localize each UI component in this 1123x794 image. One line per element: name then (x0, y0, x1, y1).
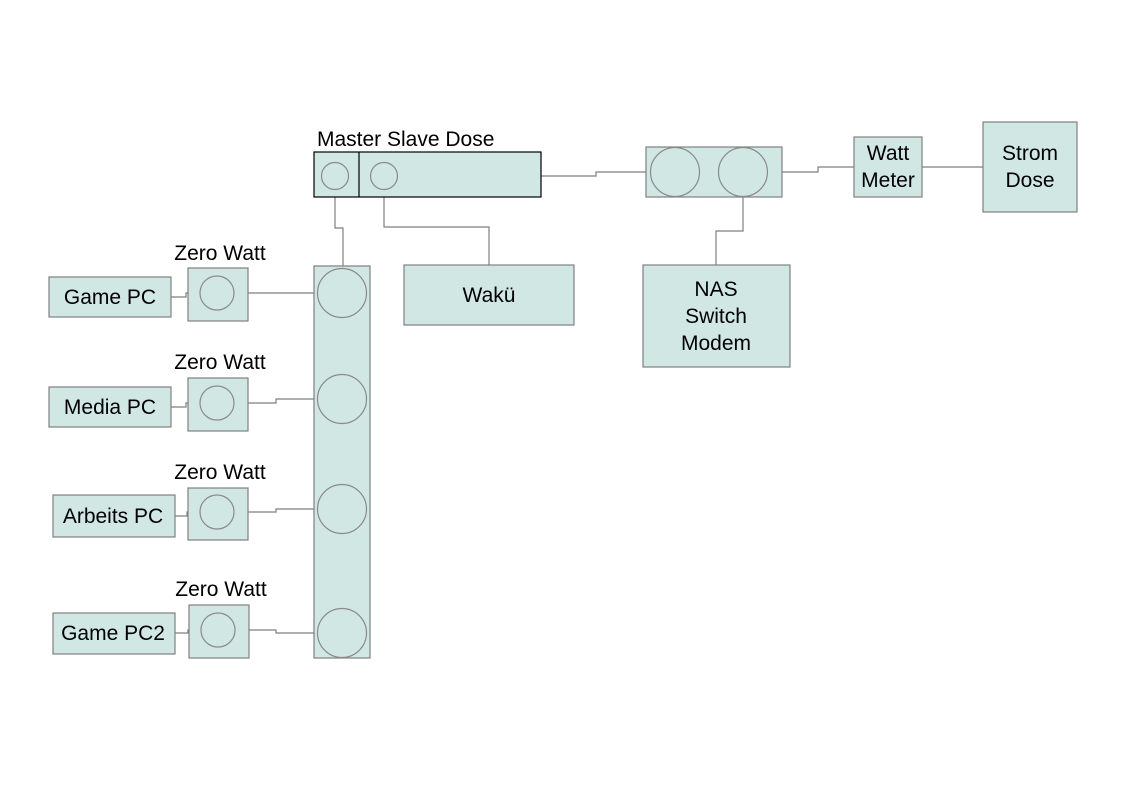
slave-socket-icon (369, 161, 399, 191)
socket-icon (199, 494, 235, 530)
media-pc-label: Media PC (64, 396, 156, 419)
switch-label: Switch (685, 305, 747, 328)
wire-strip-zw3 (234, 508, 318, 513)
wire-strip-zw2 (234, 398, 318, 404)
socket-icon (199, 275, 235, 311)
zero-watt-label: Zero Watt (174, 351, 266, 374)
wire-master-strip (334, 190, 344, 266)
game-pc: Game PC (48, 276, 172, 318)
socket-icon (316, 267, 368, 319)
wires (171, 166, 983, 634)
strom-dose: Strom Dose (982, 121, 1078, 213)
power-strip (313, 265, 371, 659)
game-pc2: Game PC2 (52, 612, 176, 655)
wire-double-nas (715, 197, 744, 265)
strom-dose-label-2: Dose (1005, 169, 1054, 192)
master-slave-dose-title: Master Slave Dose (317, 128, 494, 151)
wire-slave-wakue (383, 190, 490, 265)
zero-watt-label: Zero Watt (174, 242, 266, 265)
master-slave-dose: Master Slave Dose (313, 128, 542, 198)
wire-watt-double (782, 166, 854, 173)
wakue-label: Wakü (463, 284, 516, 307)
arbeits-pc-label: Arbeits PC (63, 505, 163, 528)
watt-meter: Watt Meter (853, 136, 923, 198)
socket-icon (200, 612, 236, 648)
zero-watt-4: Zero Watt (175, 578, 267, 659)
game-pc2-label: Game PC2 (61, 622, 165, 645)
zero-watt-label: Zero Watt (175, 578, 267, 601)
wire-double-master (541, 171, 650, 177)
zero-watt-1: Zero Watt (174, 242, 266, 322)
nas-switch-modem: NAS Switch Modem (642, 264, 791, 368)
socket-icon (316, 483, 368, 535)
master-socket-icon (320, 161, 350, 191)
zero-watt-label: Zero Watt (174, 461, 266, 484)
socket-icon (717, 146, 769, 198)
media-pc: Media PC (48, 386, 172, 428)
socket-icon (316, 607, 368, 659)
arbeits-pc: Arbeits PC (52, 494, 176, 538)
modem-label: Modem (681, 332, 751, 355)
socket-icon (649, 146, 701, 198)
zero-watt-3: Zero Watt (174, 461, 266, 541)
wire-strip-zw4 (235, 629, 318, 634)
nas-label: NAS (694, 278, 737, 301)
watt-meter-label-1: Watt (867, 142, 910, 165)
socket-icon (316, 373, 368, 425)
wakue: Wakü (403, 264, 575, 326)
watt-meter-label-2: Meter (861, 169, 915, 192)
socket-icon (199, 385, 235, 421)
strom-dose-label-1: Strom (1002, 142, 1058, 165)
game-pc-label: Game PC (64, 286, 156, 309)
double-socket (645, 146, 783, 198)
zero-watt-2: Zero Watt (174, 351, 266, 432)
